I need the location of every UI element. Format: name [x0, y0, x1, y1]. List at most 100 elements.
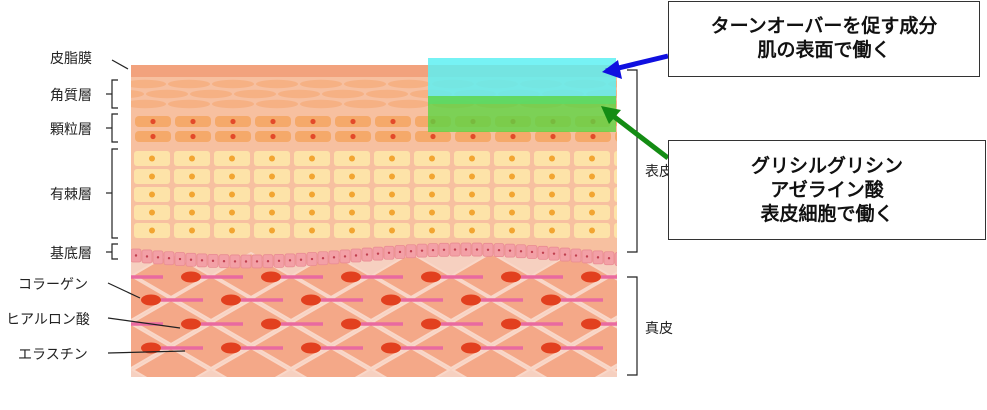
basal-nucleus: [321, 257, 325, 260]
dermis-nucleus: [381, 342, 401, 354]
corneum-cell: [300, 99, 342, 109]
granular-nucleus: [350, 133, 356, 140]
dermis-cell: [451, 346, 531, 377]
spinous-nucleus: [629, 228, 635, 234]
label-collagen: コラーゲン: [18, 277, 88, 293]
basal-nucleus: [442, 248, 446, 251]
dermis-nucleus: [421, 318, 441, 330]
granular-nucleus: [190, 118, 196, 125]
elastin-leader: [107, 350, 186, 354]
spinous-nucleus: [429, 209, 435, 216]
granular-nucleus: [550, 133, 556, 140]
granular-nucleus: [270, 118, 276, 125]
corneum-cell: [256, 99, 298, 109]
basal-nucleus: [222, 260, 226, 263]
spinous-nucleus: [269, 191, 275, 198]
granular-bracket: [111, 113, 118, 143]
dermis-cell: [131, 298, 211, 346]
granular-nucleus: [230, 133, 236, 140]
dermis-nucleus: [141, 342, 161, 354]
spinous-nucleus: [389, 227, 395, 234]
dermis-cell: [291, 298, 371, 346]
basal-bracket: [111, 243, 118, 260]
spinous-nucleus: [589, 155, 595, 162]
dermis-nucleus: [421, 271, 441, 283]
green-arrow: [606, 110, 670, 160]
basal-nucleus: [420, 249, 424, 252]
dermis-bracket: [627, 276, 638, 376]
spinous-nucleus: [349, 155, 355, 162]
label-granular: 顆粒層: [50, 122, 92, 138]
basal-nucleus: [630, 259, 632, 261]
basal-nucleus: [530, 250, 534, 254]
corneum-cell: [212, 99, 254, 109]
dermis-cell: [171, 274, 251, 322]
basal-nucleus: [134, 254, 138, 257]
spinous-cell: [614, 187, 617, 202]
dermis-layer: [101, 251, 617, 377]
basal-nucleus: [178, 257, 182, 261]
dermis-cell: [211, 298, 291, 346]
corneum-cell: [168, 79, 210, 89]
spinous-nucleus: [229, 227, 235, 234]
dermis-cell: [171, 322, 251, 370]
epidermal-cell-highlight: [428, 96, 616, 132]
basal-nucleus: [619, 258, 621, 260]
spinous-nucleus: [589, 227, 595, 234]
basal-nucleus: [145, 255, 149, 258]
dermis-cell: [411, 274, 491, 322]
basal-nucleus: [508, 249, 512, 252]
basal-nucleus: [431, 248, 435, 252]
spinous-cell: [614, 151, 617, 166]
basal-cell: [614, 252, 617, 266]
spinous-nucleus: [269, 227, 275, 234]
basal-nucleus: [299, 258, 303, 261]
dermis-cell: [451, 298, 531, 346]
spinous-nucleus: [469, 191, 475, 198]
granular-nucleus: [390, 133, 396, 140]
granular-nucleus: [310, 133, 316, 140]
spinous-nucleus: [469, 209, 475, 216]
basal-nucleus: [398, 250, 402, 254]
spinous-nucleus: [509, 155, 515, 162]
spinous-nucleus: [189, 209, 195, 216]
basal-nucleus: [387, 251, 391, 254]
spinous-nucleus: [509, 227, 515, 234]
dermis-nucleus: [541, 294, 561, 306]
basal-nucleus: [189, 258, 193, 261]
basal-nucleus: [277, 259, 281, 263]
spinous-nucleus: [349, 173, 355, 180]
dermis-nucleus: [101, 272, 121, 283]
collagen-leader: [107, 282, 141, 299]
spinous-nucleus: [229, 173, 235, 180]
spinous-nucleus: [389, 191, 395, 198]
spinous-nucleus: [189, 155, 195, 162]
basal-nucleus: [596, 256, 600, 259]
corneum-cell: [212, 79, 254, 89]
basal-nucleus: [310, 257, 314, 261]
sebum-leader: [111, 59, 129, 70]
dermis-nucleus: [261, 271, 281, 283]
basal-nucleus: [497, 248, 501, 252]
spinous-nucleus: [309, 155, 315, 162]
label-elastin: エラスチン: [18, 347, 88, 363]
dermis-nucleus: [221, 294, 241, 306]
dermis-nucleus: [501, 271, 521, 283]
callout-turnover-line1: ターンオーバーを促す成分: [710, 15, 938, 37]
epidermis-bracket: [627, 69, 638, 253]
spinous-nucleus: [549, 173, 555, 180]
spinous-cell: [614, 169, 617, 184]
spinous-nucleus: [629, 210, 635, 216]
corneum-cell: [344, 79, 386, 89]
corneum-cell: [366, 89, 408, 99]
dermis-nucleus: [301, 294, 321, 306]
basal-nucleus: [288, 259, 292, 262]
basal-nucleus: [409, 250, 413, 253]
dermis-cell: [571, 322, 617, 370]
granular-nucleus: [270, 133, 276, 140]
dermis-cell: [531, 298, 611, 346]
green-arrow-head: [601, 106, 621, 124]
dermis-nucleus: [181, 271, 201, 283]
spinous-nucleus: [189, 227, 195, 234]
